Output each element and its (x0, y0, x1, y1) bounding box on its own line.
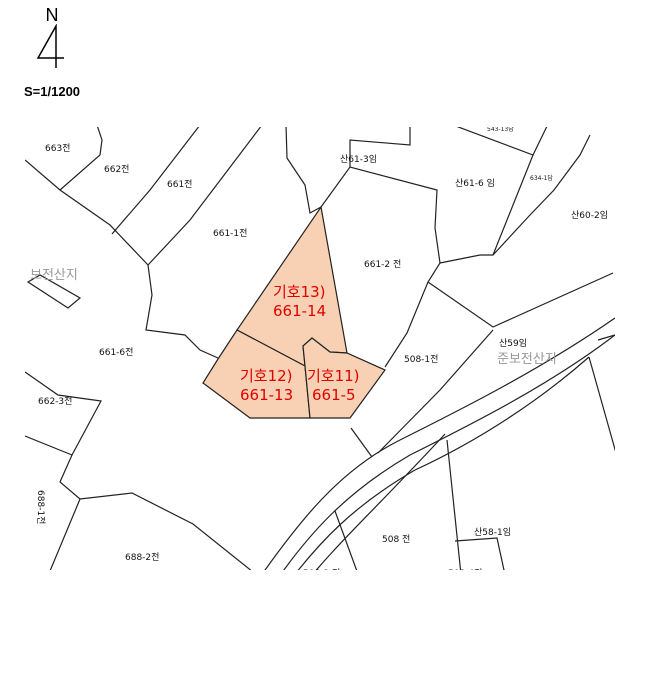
parcel-boundaries (25, 127, 615, 570)
zone-label: 보전산지 (30, 268, 78, 283)
lot-label: 688-1전 (35, 490, 46, 524)
parcel-lot: 661-5 (312, 386, 356, 404)
road (264, 317, 615, 570)
lot-label: 661-2 전 (364, 259, 401, 270)
lot-label: 663전 (45, 143, 70, 154)
lot-label: 688-2전 (125, 552, 159, 563)
lot-label: 543-13답 (487, 126, 514, 133)
parcel-symbol: 기호13) (273, 283, 326, 301)
parcel-symbol: 기호12) (240, 367, 293, 385)
parcel-661-5[interactable] (302, 337, 386, 419)
lot-label: 508-1전 (404, 354, 438, 365)
parcel-lot: 661-14 (273, 302, 326, 320)
lot-label: 634-1답 (530, 175, 553, 182)
north-arrow: N (32, 6, 72, 74)
lot-label: 661전 (167, 179, 192, 190)
lot-label: 508-4전 (448, 568, 482, 579)
lot-label: 508-3 전 (303, 568, 340, 579)
lot-label: 661-6전 (99, 347, 133, 358)
highlighted-parcels (202, 205, 386, 419)
parcel-lot: 661-13 (240, 386, 293, 404)
lot-label: 662전 (104, 164, 129, 175)
lot-label: 산59임 (499, 337, 527, 349)
lot-label: 산61-3임 (340, 153, 377, 165)
lot-label: 508 전 (382, 534, 410, 545)
lot-label: 산58-1임 (474, 526, 511, 538)
zone-box (26, 274, 82, 309)
lot-label: 661-1전 (213, 228, 247, 239)
north-label: N (45, 5, 59, 25)
parcel-labels: 기호13) 661-14 기호12) 661-13 기호11) 661-5 (240, 283, 360, 404)
lot-label: 662-3전 (38, 396, 72, 407)
lot-labels: 663전 662전 661전 661-1전 661-2 전 산61-3임 산61… (35, 126, 608, 579)
lot-label: 산61-6 임 (455, 177, 495, 189)
north-arrow-icon (36, 23, 64, 68)
zone-labels: 보전산지 준보전산지 (30, 268, 557, 367)
lot-label: 산60-2임 (571, 209, 608, 221)
zone-label: 준보전산지 (497, 352, 557, 367)
parcel-symbol: 기호11) (307, 367, 360, 385)
scale-label: S=1/1200 (24, 84, 81, 99)
